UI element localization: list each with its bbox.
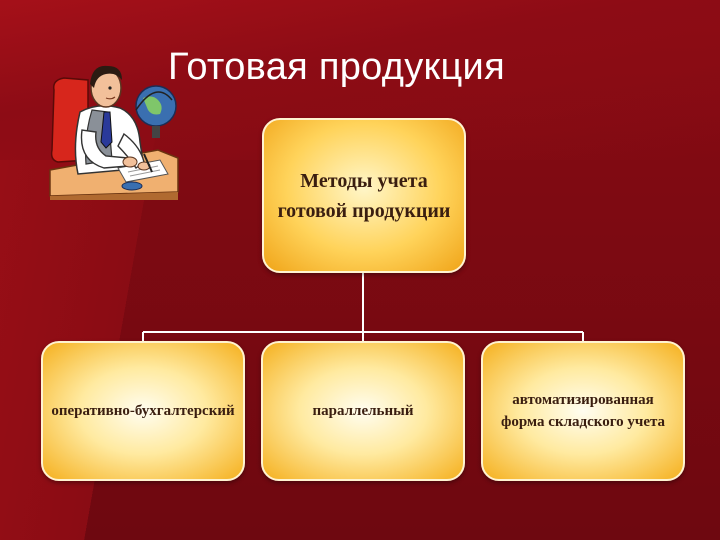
- child-node-label: автоматизированная форма складского учет…: [500, 392, 666, 430]
- root-node-label: Методы учета готовой продукции: [277, 169, 451, 222]
- child-node-parallel: параллельный: [261, 341, 465, 481]
- slide-title: Готовая продукция: [168, 46, 505, 88]
- child-node-operative: оперативно-бухгалтерский: [41, 341, 245, 481]
- accountant-at-desk-icon: [49, 65, 179, 200]
- root-node: Методы учета готовой продукции: [262, 118, 466, 273]
- child-node-automated: автоматизированная форма складского учет…: [481, 341, 685, 481]
- child-node-label: оперативно-бухгалтерский: [51, 403, 235, 419]
- child-node-label: параллельный: [312, 403, 414, 419]
